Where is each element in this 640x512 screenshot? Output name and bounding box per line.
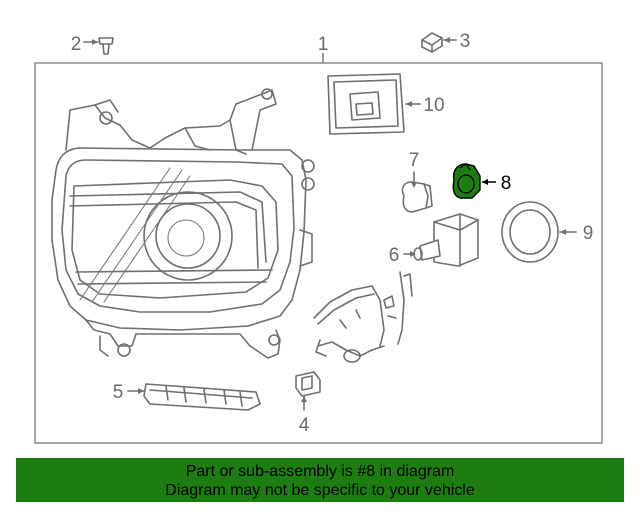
part-7-bulb [401,171,433,213]
callout-10: 10 [423,95,444,116]
part-3-clip [421,32,457,53]
parts-diagram: 1 2 3 4 5 6 7 8 9 10 [34,31,603,444]
part-5-bracket [127,383,261,411]
wiring-harness [313,271,413,363]
part-8-socket [452,163,496,199]
callout-8: 8 [501,173,512,194]
callout-6: 6 [389,245,400,266]
callout-4: 4 [299,415,310,436]
callout-3: 3 [460,31,471,52]
part-4-connector [295,371,321,411]
callout-1: 1 [318,34,329,55]
part-2-screw [83,37,114,55]
headlamp-assembly [51,88,315,359]
callout-9: 9 [583,223,594,244]
callout-2: 2 [71,34,82,55]
diagram-frame [34,62,603,444]
banner-line-disclaimer: Diagram may not be specific to your vehi… [165,482,475,499]
highlight-notice-banner: Part or sub-assembly is #8 in diagram Di… [16,458,624,502]
part-10-control-module [327,73,421,135]
callout-5: 5 [113,382,124,403]
callout-7: 7 [409,150,420,171]
part-6-hid-bulb [403,213,479,267]
part-9-gasket [501,201,577,263]
banner-line-part: Part or sub-assembly is #8 in diagram [185,463,455,480]
